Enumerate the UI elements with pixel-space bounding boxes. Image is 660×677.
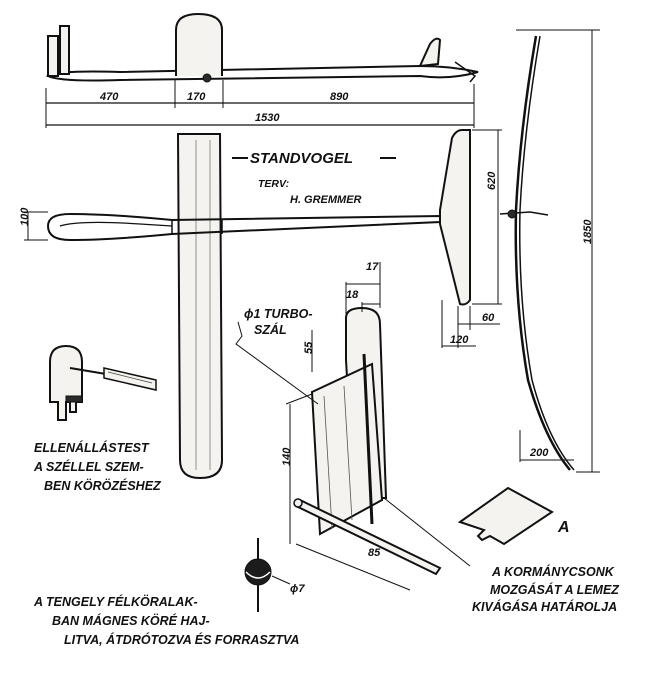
side-dimensions: 470 170 890 1530 <box>45 80 475 128</box>
rudder-note-line-3: KIVÁGÁSA HATÁROLJA <box>472 599 617 614</box>
wing-front-curve <box>514 35 571 471</box>
axle-note-line-2: BAN MÁGNES KÖRÉ HAJ- <box>52 613 210 628</box>
dim-dihedral: 200 <box>529 447 549 459</box>
rudder-note-line-2: MOZGÁSÁT A LEMEZ <box>490 582 620 597</box>
svg-text:ϕ1 TURBO-: ϕ1 TURBO- <box>244 307 313 321</box>
dim-wing-chord: 170 <box>187 91 206 103</box>
designer-name: H. GREMMER <box>290 194 362 206</box>
part-a-detail: A <box>457 486 570 546</box>
dim-magnet-diameter: ϕ7 <box>290 583 305 595</box>
tail-fin-side <box>418 37 442 68</box>
svg-text:SZÁL: SZÁL <box>254 322 287 337</box>
dim-nose-to-wing: 470 <box>99 91 119 103</box>
dim-stab-root: 120 <box>450 334 469 346</box>
design-label: TERV: <box>258 178 289 190</box>
magnet-detail: ϕ7 A TENGELY FÉLKÖRALAK- BAN MÁGNES KÖRÉ… <box>33 538 305 647</box>
fin-detail: 17 18 55 140 85 <box>281 261 442 591</box>
dim-fin-height: 140 <box>281 447 293 466</box>
base-axle <box>294 498 442 576</box>
wire-note: ϕ1 TURBO- SZÁL <box>235 307 319 405</box>
stabilizer <box>439 129 471 306</box>
dim-stab-tip: 60 <box>482 312 495 324</box>
dim-wing-to-tail: 890 <box>330 91 349 103</box>
fuselage-side <box>45 64 479 82</box>
fuselage-top <box>46 212 441 242</box>
dim-fuselage-height: 100 <box>19 207 31 226</box>
resistance-note-line-3: BEN KÖRÖZÉSHEZ <box>44 478 162 493</box>
dim-fin-sub-width: 18 <box>346 289 359 301</box>
magnet <box>244 558 272 586</box>
page-title: STANDVOGEL <box>250 150 353 167</box>
wing-planform <box>176 133 224 480</box>
axle-note-line-3: LITVA, ÁTDRÓTOZVA ÉS FORRASZTVA <box>64 632 299 647</box>
dim-axle-length: 85 <box>368 547 381 559</box>
dim-wing-half-span: 1850 <box>582 219 594 244</box>
dim-fin-top: 55 <box>303 341 315 354</box>
nose-block <box>47 35 59 77</box>
dim-fin-width: 17 <box>366 261 379 273</box>
title-block: STANDVOGEL TERV: H. GREMMER <box>232 150 396 206</box>
top-view: 100 620 60 120 <box>19 129 502 480</box>
part-a-plate <box>457 486 554 546</box>
resistance-body <box>49 344 83 421</box>
resistance-detail: ELLENÁLLÁSTEST A SZÉLLEL SZEM- BEN KÖRÖZ… <box>33 344 162 493</box>
resistance-note-line-2: A SZÉLLEL SZEM- <box>33 459 144 474</box>
resistance-bar <box>103 367 157 391</box>
side-view <box>45 12 479 83</box>
part-a-label: A <box>557 519 570 536</box>
rudder-note-line-1: A KORMÁNYCSONK <box>491 564 615 579</box>
axle-note-line-1: A TENGELY FÉLKÖRALAK- <box>33 594 198 609</box>
front-view: 1850 200 <box>499 29 600 473</box>
pivot-wire <box>362 353 374 525</box>
resistance-note-line-1: ELLENÁLLÁSTEST <box>34 440 150 455</box>
wing-side <box>175 12 223 76</box>
rudder-note: A KORMÁNYCSONK MOZGÁSÁT A LEMEZ KIVÁGÁSA… <box>383 497 620 614</box>
dim-fuselage-length: 1530 <box>255 112 280 124</box>
dim-stab-span: 620 <box>486 171 498 190</box>
